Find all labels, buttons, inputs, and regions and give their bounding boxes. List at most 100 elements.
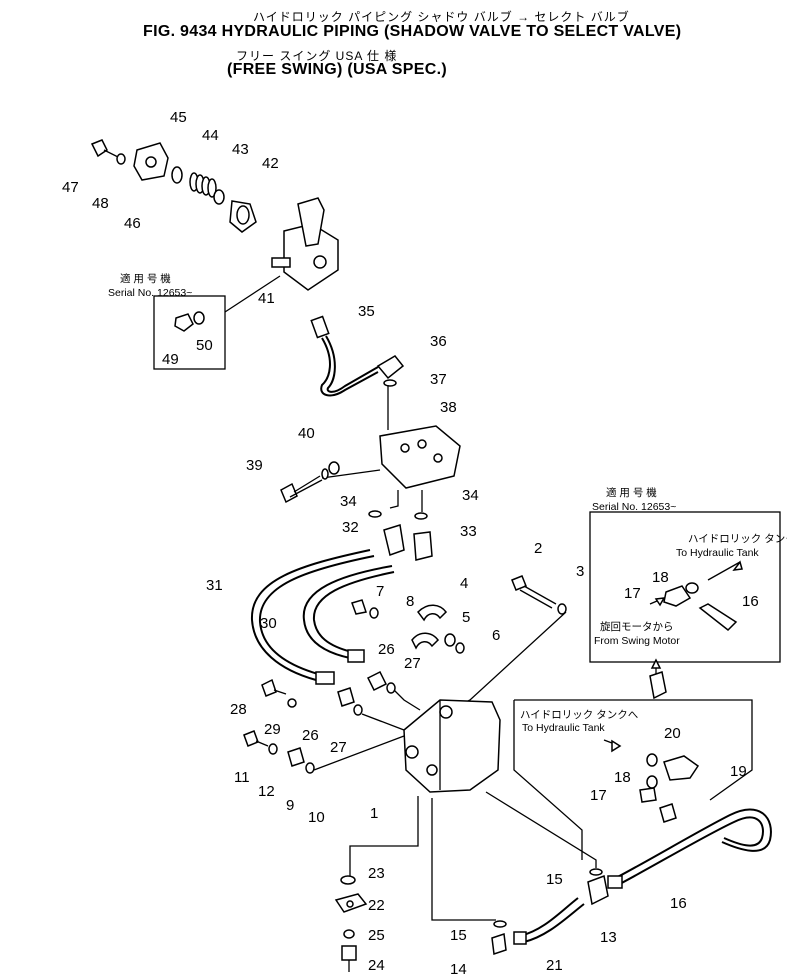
callout-16-inset: 16: [742, 593, 759, 610]
note-from-motor-en: From Swing Motor: [594, 635, 680, 647]
note-serial-en-right: Serial No. 12653~: [592, 501, 676, 513]
callout-28: 28: [230, 701, 247, 718]
hose-35: [310, 315, 379, 397]
washer-29: [287, 698, 297, 708]
elbow-32: [383, 524, 405, 556]
callout-8: 8: [406, 593, 414, 610]
fitting-7: [351, 599, 367, 615]
title-en-line1: FIG. 9434 HYDRAULIC PIPING (SHADOW VALVE…: [143, 23, 682, 40]
flange-46: [133, 142, 169, 181]
callout-16: 16: [670, 895, 687, 912]
callout-27-upper: 27: [404, 655, 421, 672]
callout-32: 32: [342, 519, 359, 536]
inset-box-serial-upper: [153, 275, 281, 370]
fitting-26-upper: [366, 670, 388, 692]
o-ring-23: [340, 875, 356, 885]
bolt-2: [511, 575, 557, 609]
washer-40: [321, 468, 329, 480]
callout-19: 19: [730, 763, 747, 780]
callout-10: 10: [308, 809, 325, 826]
callout-9: 9: [286, 797, 294, 814]
o-ring-37: [383, 379, 397, 387]
callout-26-lower: 26: [302, 727, 319, 744]
callout-49: 49: [162, 351, 179, 368]
callout-30: 30: [260, 615, 277, 632]
flange-9: [287, 747, 305, 767]
o-ring-27-upper: [386, 682, 396, 694]
callout-18-inset: 18: [652, 569, 669, 586]
o-ring-15-upper: [589, 868, 603, 876]
callout-15-lower: 15: [450, 927, 467, 944]
o-ring-8: [369, 607, 379, 619]
callout-41: 41: [258, 290, 275, 307]
title-en-line2: (FREE SWING) (USA SPEC.): [227, 61, 447, 78]
shadow-valve-body: [283, 197, 339, 291]
o-ring-43: [213, 189, 225, 205]
callout-13: 13: [600, 929, 617, 946]
callout-11: 11: [234, 769, 250, 786]
fitting-13: [587, 874, 609, 906]
o-ring-27-lower: [353, 704, 363, 716]
select-valve-1: [403, 699, 501, 793]
callout-24: 24: [368, 957, 385, 974]
bolt-24: [341, 945, 357, 972]
callout-12: 12: [258, 783, 275, 800]
fitting-41: [271, 257, 291, 268]
bolt-11: [243, 730, 269, 747]
clamp-4: [411, 604, 447, 650]
note-serial-en-upper: Serial No. 12653~: [108, 287, 192, 299]
callout-5: 5: [462, 609, 470, 626]
o-ring-40: [328, 461, 340, 475]
note-to-tank-en-right: To Hydraulic Tank: [676, 547, 759, 559]
callout-36: 36: [430, 333, 447, 350]
note-to-tank-jp-lower: ハイドロリック タンクへ: [520, 709, 638, 721]
o-ring-34-left: [368, 510, 382, 518]
callout-46: 46: [124, 215, 141, 232]
flange-22: [334, 893, 368, 913]
valve-38: [379, 425, 461, 489]
callout-4: 4: [460, 575, 468, 592]
note-from-motor-jp: 旋回モータから: [600, 620, 674, 633]
title-jp-line2: フリー スイング USA 仕 様: [236, 49, 398, 63]
hose-21: [513, 897, 585, 945]
callout-21: 21: [546, 957, 563, 974]
note-to-tank-en-lower: To Hydraulic Tank: [522, 722, 605, 734]
washer-12: [268, 743, 278, 755]
o-ring-34-right: [414, 512, 428, 520]
callout-33: 33: [460, 523, 477, 540]
callout-26-upper: 26: [378, 641, 395, 658]
callout-34-left: 34: [340, 493, 357, 510]
callout-7: 7: [376, 583, 384, 600]
callout-47: 47: [62, 179, 79, 196]
o-ring-6: [455, 642, 465, 654]
bolt-47: [90, 139, 119, 158]
elbow-36: [376, 355, 405, 380]
spring-44: [189, 172, 217, 198]
o-ring-45: [171, 166, 183, 184]
note-serial-jp-right: 適 用 号 機: [606, 486, 657, 499]
note-to-tank-jp-right: ハイドロリック タンクへ: [688, 533, 787, 545]
callout-39: 39: [246, 457, 263, 474]
callout-37: 37: [430, 371, 447, 388]
spool-42: [229, 200, 257, 233]
callout-42: 42: [262, 155, 279, 172]
callout-2: 2: [534, 540, 542, 557]
callout-34-right: 34: [462, 487, 479, 504]
callout-17-inset: 17: [624, 585, 641, 602]
note-serial-jp-upper: 適 用 号 機: [120, 272, 171, 285]
title-jp-line1: ハイドロリック パイピング シャドウ バルブ → セレクト バルブ: [253, 10, 630, 24]
callout-43: 43: [232, 141, 249, 158]
callout-18: 18: [614, 769, 631, 786]
elbow-33: [413, 531, 433, 561]
fitting-26-lower: [337, 687, 355, 707]
callout-45: 45: [170, 109, 187, 126]
bolt-39: [280, 469, 381, 504]
callout-15-upper: 15: [546, 871, 563, 888]
callout-50: 50: [196, 337, 213, 354]
callout-35: 35: [358, 303, 375, 320]
inset-box-serial-right: [589, 511, 781, 700]
o-ring-15-lower: [493, 920, 507, 928]
callout-6: 6: [492, 627, 500, 644]
